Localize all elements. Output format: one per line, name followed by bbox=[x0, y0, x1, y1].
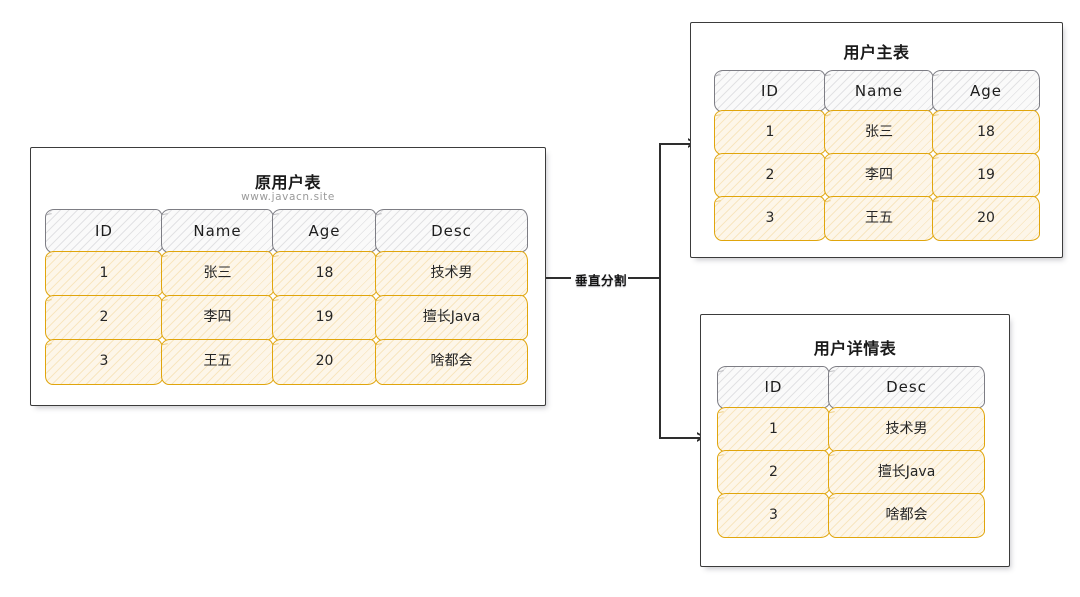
table-header-cell-name: Name bbox=[824, 70, 934, 112]
table-cell-desc: 技术男 bbox=[828, 407, 985, 452]
table-cell-age: 20 bbox=[272, 339, 377, 385]
table-cell-desc: 啥都会 bbox=[828, 493, 985, 538]
table-cell-name: 王五 bbox=[824, 196, 934, 241]
target-sketch-table-detail: ID Desc 1 技术男 2 擅长Java 3 啥都会 bbox=[717, 366, 988, 538]
target-panel-user-detail: 用户详情表 ID Desc 1 技术男 2 擅长Java 3 啥都会 bbox=[700, 314, 1010, 567]
table-cell-id: 2 bbox=[45, 295, 163, 341]
table-header-cell-id: ID bbox=[717, 366, 830, 409]
table-row: 3 啥都会 bbox=[717, 493, 988, 538]
table-row: 1 张三 18 bbox=[714, 110, 1045, 155]
table-cell-id: 1 bbox=[717, 407, 830, 452]
table-header-row: ID Name Age bbox=[714, 70, 1045, 112]
table-row: 3 王五 20 啥都会 bbox=[45, 339, 533, 385]
source-panel-watermark: www.javacn.site bbox=[241, 191, 335, 203]
table-header-cell-desc: Desc bbox=[828, 366, 985, 409]
table-cell-age: 18 bbox=[932, 110, 1040, 155]
table-row: 3 王五 20 bbox=[714, 196, 1045, 241]
table-cell-desc: 擅长Java bbox=[828, 450, 985, 495]
table-cell-id: 3 bbox=[717, 493, 830, 538]
table-cell-age: 20 bbox=[932, 196, 1040, 241]
target-panel-title: 用户详情表 bbox=[813, 339, 897, 358]
table-cell-name: 李四 bbox=[161, 295, 274, 341]
target-sketch-table-main: ID Name Age 1 张三 18 2 李四 19 3 王五 20 bbox=[714, 70, 1045, 241]
table-cell-name: 张三 bbox=[161, 251, 274, 297]
table-row: 1 张三 18 技术男 bbox=[45, 251, 533, 297]
table-cell-age: 18 bbox=[272, 251, 377, 297]
table-row: 2 李四 19 擅长Java bbox=[45, 295, 533, 341]
table-header-cell-id: ID bbox=[45, 209, 163, 253]
table-header-cell-name: Name bbox=[161, 209, 274, 253]
table-header-cell-desc: Desc bbox=[375, 209, 528, 253]
source-sketch-table: ID Name Age Desc 1 张三 18 技术男 2 李四 19 擅长J… bbox=[45, 209, 533, 385]
table-header-cell-age: Age bbox=[932, 70, 1040, 112]
table-cell-desc: 啥都会 bbox=[375, 339, 528, 385]
connector-segment-mid bbox=[628, 277, 660, 279]
connector-branch-lower bbox=[659, 437, 702, 439]
table-cell-name: 李四 bbox=[824, 153, 934, 198]
table-row: 2 擅长Java bbox=[717, 450, 988, 495]
table-cell-id: 1 bbox=[714, 110, 826, 155]
table-cell-age: 19 bbox=[932, 153, 1040, 198]
table-row: 1 技术男 bbox=[717, 407, 988, 452]
connector-trunk bbox=[659, 143, 661, 438]
target-panel-user-main: 用户主表 ID Name Age 1 张三 18 2 李四 19 3 王五 20 bbox=[690, 22, 1063, 258]
connector-branch-upper bbox=[659, 143, 692, 145]
table-cell-id: 2 bbox=[717, 450, 830, 495]
table-cell-name: 张三 bbox=[824, 110, 934, 155]
table-header-row: ID Desc bbox=[717, 366, 988, 409]
table-header-row: ID Name Age Desc bbox=[45, 209, 533, 253]
table-row: 2 李四 19 bbox=[714, 153, 1045, 198]
table-cell-age: 19 bbox=[272, 295, 377, 341]
table-cell-id: 3 bbox=[714, 196, 826, 241]
source-table-panel: 原用户表 www.javacn.site ID Name Age Desc 1 … bbox=[30, 147, 546, 406]
target-panel-title: 用户主表 bbox=[843, 43, 910, 62]
source-panel-title: 原用户表 bbox=[254, 173, 321, 192]
table-cell-id: 1 bbox=[45, 251, 163, 297]
table-header-cell-age: Age bbox=[272, 209, 377, 253]
table-cell-id: 3 bbox=[45, 339, 163, 385]
connector-label: 垂直分割 bbox=[571, 268, 632, 291]
table-cell-name: 王五 bbox=[161, 339, 274, 385]
connector-segment-source bbox=[546, 277, 574, 279]
table-cell-desc: 擅长Java bbox=[375, 295, 528, 341]
table-cell-id: 2 bbox=[714, 153, 826, 198]
table-header-cell-id: ID bbox=[714, 70, 826, 112]
table-cell-desc: 技术男 bbox=[375, 251, 528, 297]
